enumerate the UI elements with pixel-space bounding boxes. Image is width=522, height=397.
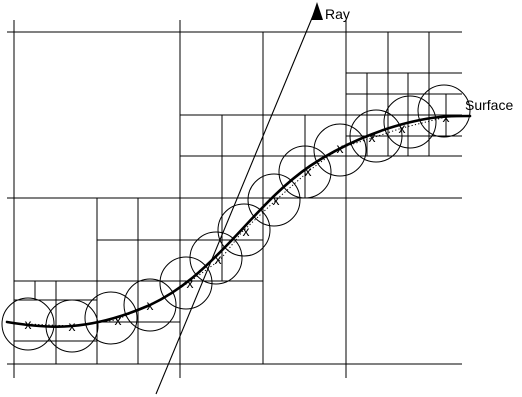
bounding-circle (1, 297, 55, 351)
bounding-circle (417, 84, 471, 138)
ray-line (155, 5, 318, 395)
bounding-circle (278, 145, 332, 199)
sample-marker: x (369, 129, 376, 145)
sample-marker: x (243, 223, 250, 239)
ray-label: Ray (325, 6, 350, 22)
bounding-circles (1, 84, 471, 353)
ray-arrowhead-icon (311, 2, 323, 20)
ray (155, 2, 323, 395)
sample-marker: x (69, 318, 76, 334)
sample-marker: x (115, 312, 122, 328)
sample-markers: x x x x x x x x x x x x x (25, 109, 450, 334)
sample-marker: x (305, 163, 312, 179)
sample-marker: x (25, 316, 32, 332)
bounding-circle (123, 278, 177, 332)
surface-label: Surface (465, 97, 513, 113)
sample-marker: x (215, 251, 222, 267)
bounding-circle (313, 123, 367, 177)
sample-marker: x (443, 109, 450, 125)
bounding-circle (383, 95, 437, 149)
bounding-circle (217, 203, 271, 257)
bounding-circle (159, 256, 213, 310)
sample-marker: x (187, 275, 194, 291)
sample-marker: x (147, 297, 154, 313)
surface-approximation-dotted (27, 116, 447, 327)
bounding-circle (247, 173, 301, 227)
bounding-circle (84, 291, 138, 345)
bounding-circle (189, 231, 243, 285)
sample-marker: x (399, 120, 406, 136)
sample-marker: x (273, 192, 280, 208)
sample-marker: x (337, 140, 344, 156)
surface-curve (5, 114, 472, 328)
bounding-circle (349, 109, 403, 163)
